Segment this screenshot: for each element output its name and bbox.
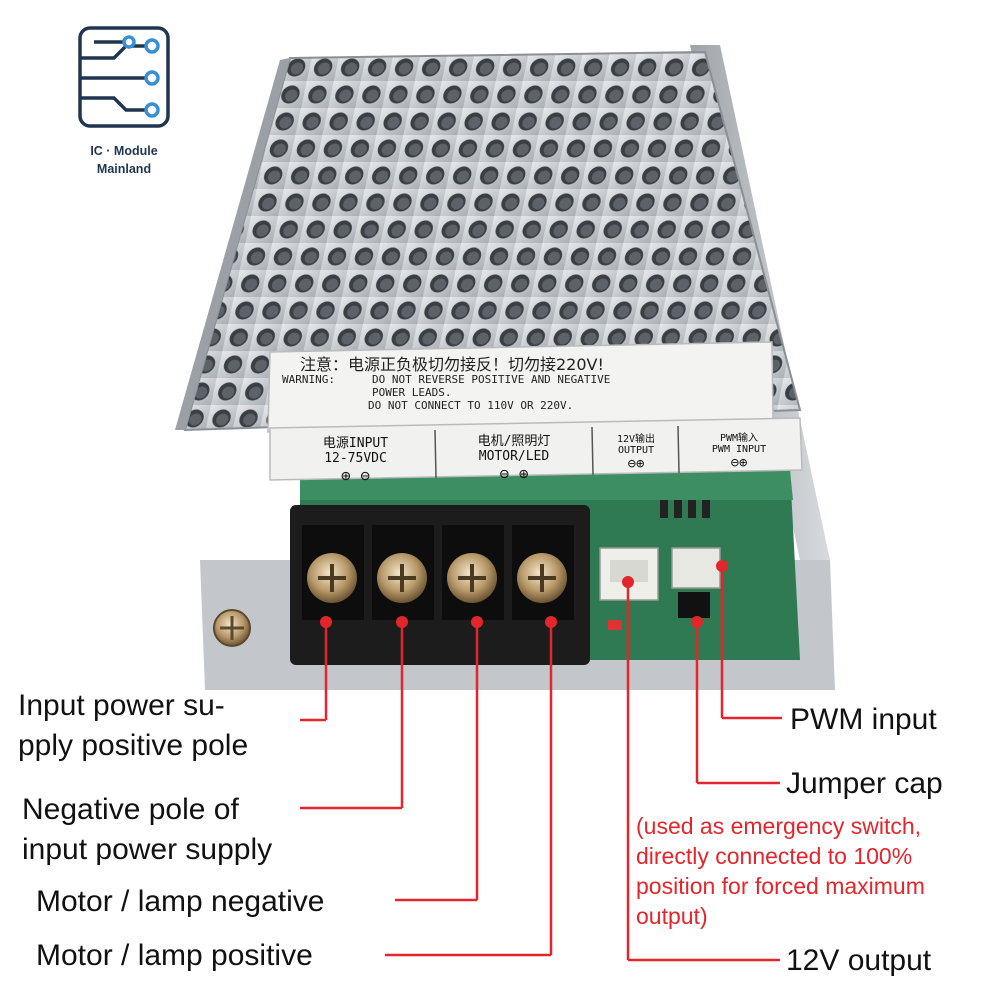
jumper-cap [678, 592, 710, 618]
terminal-label-motor: 电机/照明灯 MOTOR/LED ⊖ ⊕ [438, 430, 590, 483]
pwm-cn-label: PWM输入 [719, 433, 759, 444]
motor-cn-label: 电机/照明灯 [477, 434, 551, 449]
jumper-note-line3: position for forced maximum [636, 873, 925, 899]
terminal-label-input: 电源INPUT 12-75VDC ⊕ ⊖ [278, 432, 433, 485]
out12v-cn-label: 12V输出 [616, 434, 656, 445]
callout-12v-output: 12V output [786, 944, 932, 977]
warning-prefix: WARNING: [282, 373, 335, 386]
callout-jumper-cap: Jumper cap [786, 767, 943, 800]
jumper-note-line4: output) [636, 903, 708, 929]
warning-cn: 注意：电源正负极切勿接反！切勿接220V! [300, 355, 604, 374]
jumper-note-line1: (used as emergency switch, [636, 813, 922, 839]
callout-input-positive: Input power su- pply positive pole [18, 686, 248, 766]
motor-polarity: ⊖ ⊕ [499, 464, 529, 483]
warning-line-2: POWER LEADS. [372, 386, 452, 399]
input-cn-label: 电源INPUT [322, 436, 389, 451]
callout-input-negative-line2: input power supply [22, 833, 273, 866]
out12v-polarity: ⊖⊕ [627, 456, 645, 472]
motor-en-label: MOTOR/LED [478, 449, 550, 464]
callout-input-negative-line1: Negative pole of [22, 793, 239, 826]
case-left-wall [175, 58, 290, 430]
jumper-note: (used as emergency switch, directly conn… [636, 811, 925, 931]
warning-line-1: DO NOT REVERSE POSITIVE AND NEGATIVE [372, 373, 611, 386]
pwm-en-label: PWM INPUT [711, 444, 767, 455]
callout-input-positive-line2: pply positive pole [18, 729, 249, 762]
warning-line-3: DO NOT CONNECT TO 110V OR 220V. [368, 399, 574, 412]
terminal-label-12v: 12V输出 OUTPUT ⊖⊕ [594, 430, 678, 472]
terminal-label-pwm: PWM输入 PWM INPUT ⊖⊕ [680, 429, 798, 471]
input-en-label: 12-75VDC [324, 451, 387, 466]
terminal-sticker [269, 417, 803, 481]
input-polarity: ⊕ ⊖ [341, 466, 370, 485]
pwm-input-connector [671, 547, 721, 589]
brand-logo: IC · Module Mainland [74, 22, 174, 182]
pwm-polarity: ⊖⊕ [730, 455, 748, 471]
circuit-icon [78, 26, 170, 128]
jumper-note-line2: directly connected to 100% [636, 843, 913, 869]
brand-line-2: Mainland [96, 162, 152, 176]
callout-lines [300, 566, 782, 962]
callout-input-negative: Negative pole of input power supply [22, 790, 272, 870]
out12v-en-label: OUTPUT [617, 445, 655, 456]
callout-motor-positive: Motor / lamp positive [36, 939, 313, 972]
callout-motor-negative: Motor / lamp negative [36, 885, 325, 918]
callout-pwm-input: PWM input [790, 703, 937, 736]
terminal-screws [302, 525, 574, 620]
callout-input-positive-line1: Input power su- [18, 689, 225, 722]
brand-line-1: IC · Module [90, 144, 158, 158]
